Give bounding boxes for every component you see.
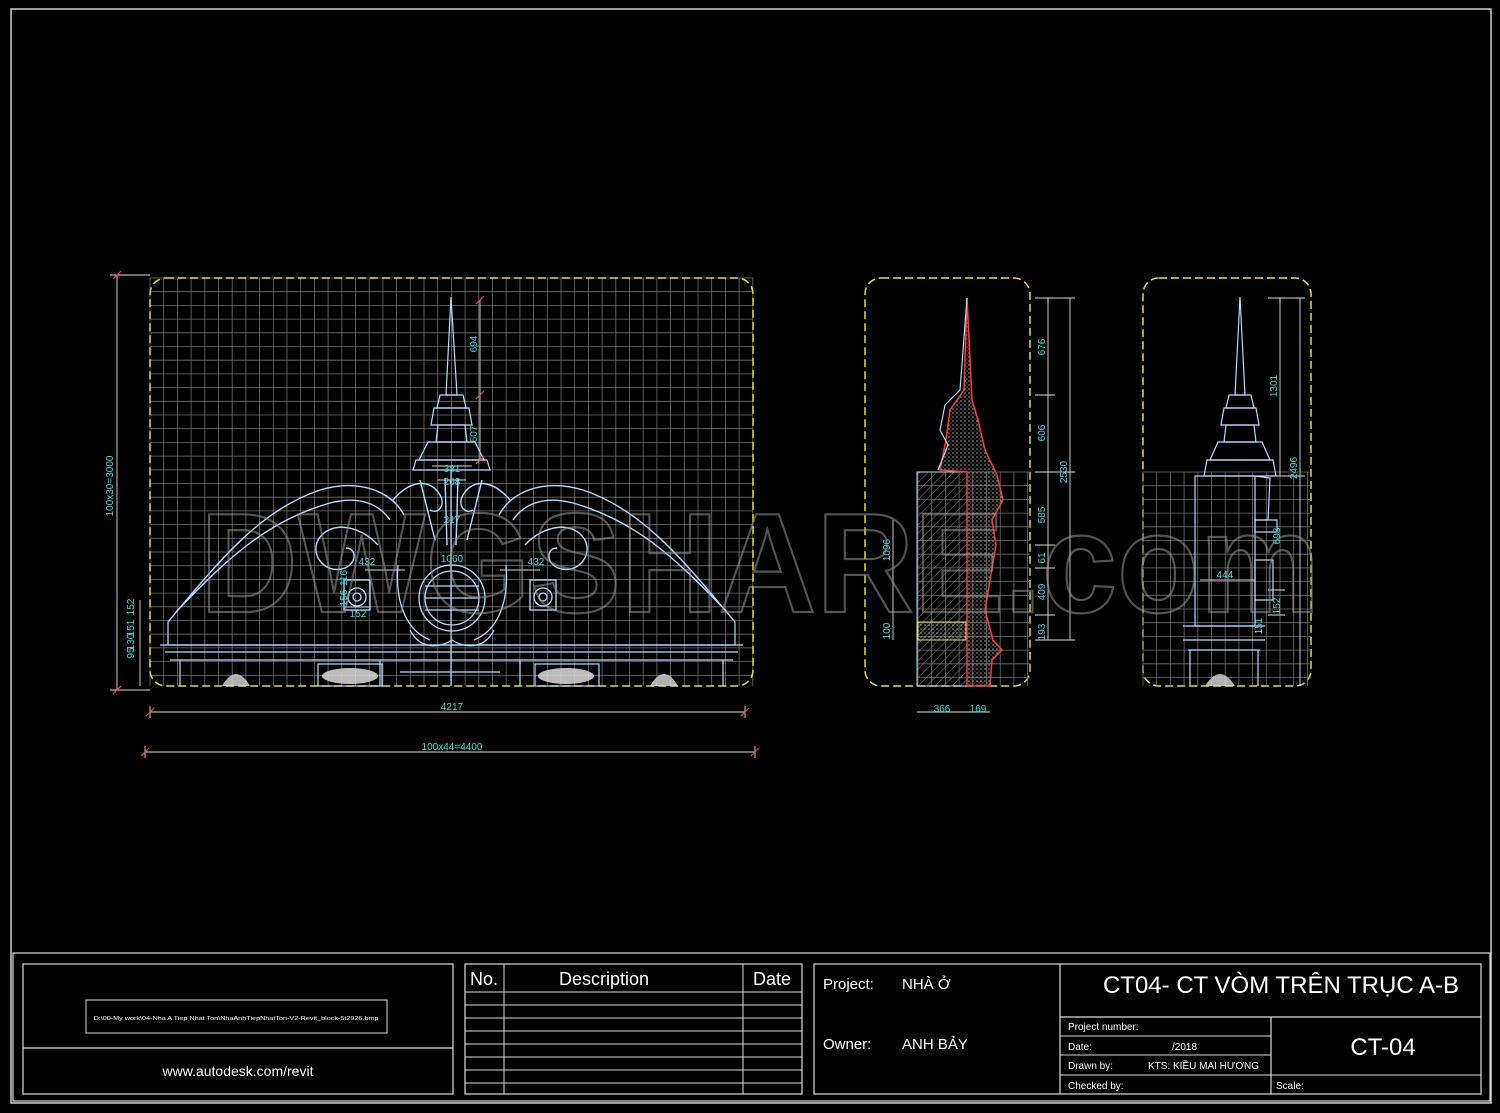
owner-value: ANH BẢY — [902, 1036, 968, 1053]
section-profile — [939, 297, 1004, 687]
dim-section-61: 61 — [1037, 552, 1048, 564]
revision-header-no: No. — [470, 969, 498, 989]
section-spire-outline — [937, 297, 968, 471]
dim-front-left-152: 152 — [126, 598, 137, 615]
side-ornament — [1205, 674, 1235, 686]
project-number-label: Project number: — [1068, 1022, 1139, 1033]
website-link[interactable]: www.autodesk.com/revit — [162, 1063, 314, 1079]
dim-side-2496: 2496 — [1289, 456, 1300, 479]
dim-front-381: 381 — [444, 464, 461, 475]
drawn-by-label: Drawn by: — [1068, 1061, 1113, 1072]
dim-front-156: 156 — [339, 589, 350, 606]
front-medallion — [343, 564, 557, 647]
dim-side-151: 151 — [1254, 617, 1265, 634]
dim-front-217: 217 — [444, 515, 461, 526]
front-spire — [412, 296, 491, 686]
sheet-border — [10, 8, 1492, 1104]
dim-side-152: 152 — [1272, 597, 1283, 614]
dim-front-width-total: 100x44=4400 — [422, 742, 483, 753]
dim-section-366: 366 — [934, 704, 951, 715]
front-cornice — [160, 622, 743, 687]
side-section: 676 606 2530 585 61 409 193 1096 100 366… — [864, 277, 1075, 715]
dim-section-676: 676 — [1037, 338, 1048, 355]
checked-by-label: Checked by: — [1068, 1081, 1124, 1092]
dim-side-693: 693 — [1272, 527, 1283, 544]
front-dimension-ticks — [112, 270, 760, 757]
dim-section-169: 169 — [970, 704, 987, 715]
dim-front-spire: 694 — [469, 335, 480, 352]
side-elevation-body — [1183, 296, 1278, 686]
dim-front-height-total: 100x30=3000 — [105, 455, 116, 516]
dim-section-193: 193 — [1037, 623, 1048, 640]
front-elevation: 100x30=3000 694 607 381 208 217 432 432 … — [105, 270, 760, 758]
drawn-by-value: KTS: KIỀU MAI HƯƠNG — [1148, 1059, 1259, 1072]
front-scrolls — [167, 477, 736, 623]
title-block-frame — [12, 952, 1491, 1102]
file-path: D:\00-My work\04-Nha A Tiep Nhat Ton\Nha… — [94, 1016, 379, 1022]
dim-side-1301: 1301 — [1269, 374, 1280, 397]
dim-front-432-left: 432 — [359, 557, 376, 568]
watermark: DWGSHARE.com — [200, 484, 1320, 643]
dim-front-left-95: 95 — [126, 647, 137, 659]
dim-section-585: 585 — [1037, 506, 1048, 523]
section-fill-band — [917, 621, 967, 641]
front-ornaments — [222, 668, 678, 686]
project-label: Project: — [823, 976, 874, 993]
title-block: D:\00-My work\04-Nha A Tiep Nhat Ton\Nha… — [12, 952, 1491, 1102]
side-dimension-lines — [1200, 297, 1305, 686]
dim-front-1060: 1060 — [441, 554, 464, 565]
sheet-number: CT-04 — [1350, 1034, 1415, 1061]
dim-front-116: 116 — [339, 570, 350, 586]
dim-front-width-4217: 4217 — [441, 702, 464, 713]
project-value: NHÀ Ở — [902, 975, 951, 993]
dim-front-spire-mid: 607 — [469, 425, 480, 442]
date-label: Date: — [1068, 1042, 1092, 1053]
revision-rows — [465, 991, 802, 1084]
scale-label: Scale: — [1276, 1081, 1304, 1092]
front-grid — [149, 277, 754, 686]
dim-section-1096: 1096 — [882, 538, 893, 561]
dim-front-152-small: 152 — [350, 609, 367, 620]
dim-front-left-151: 151 — [126, 619, 137, 636]
dim-section-2530: 2530 — [1059, 460, 1070, 483]
revision-header-date: Date — [753, 969, 791, 989]
owner-label: Owner: — [823, 1036, 871, 1053]
section-dimension-lines — [892, 297, 1075, 713]
revision-header-description: Description — [559, 969, 649, 989]
date-value: /2018 — [1172, 1042, 1197, 1053]
side-elevation: 1301 2496 693 444 152 151 — [1142, 277, 1312, 687]
front-boundary — [149, 277, 754, 687]
dim-section-409: 409 — [1037, 583, 1048, 600]
dim-front-432-right: 432 — [528, 557, 545, 568]
dim-section-606: 606 — [1037, 424, 1048, 441]
dim-front-left-130: 130 — [126, 633, 137, 650]
dim-side-444: 444 — [1217, 570, 1234, 581]
dim-front-208: 208 — [444, 477, 461, 488]
sheet-title: CT04- CT VÒM TRÊN TRỤC A-B — [1103, 972, 1459, 999]
dim-section-100: 100 — [882, 622, 893, 639]
